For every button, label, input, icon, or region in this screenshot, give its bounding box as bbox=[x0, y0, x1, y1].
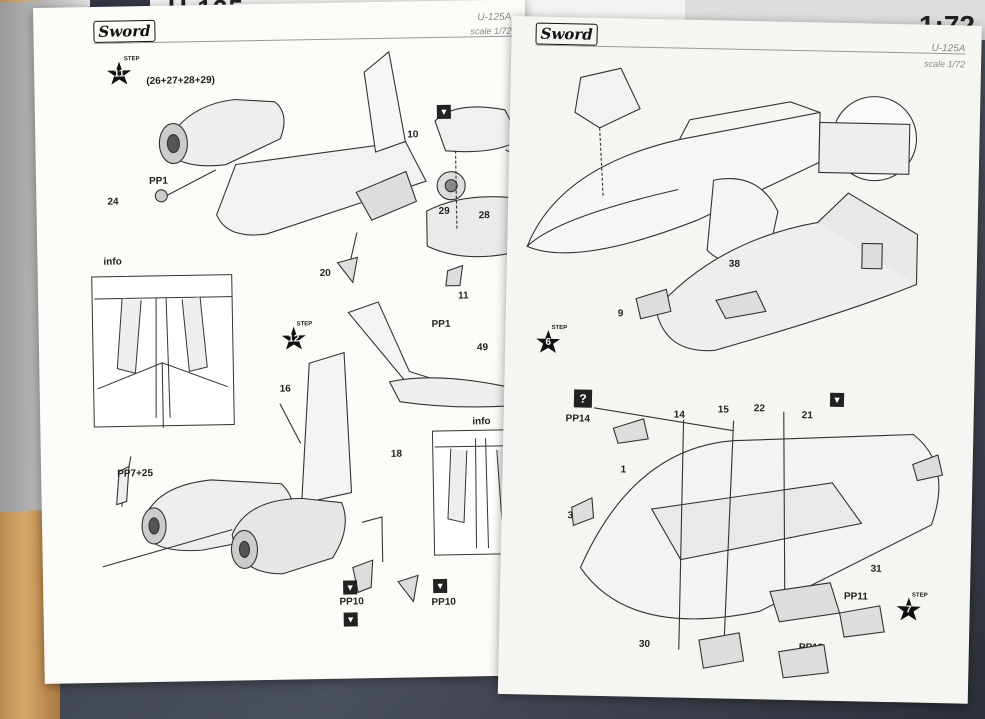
step-12-drawing bbox=[102, 301, 531, 603]
model-name: U-125A bbox=[477, 11, 512, 24]
part-label: PP7+25 bbox=[117, 467, 154, 480]
step-star-7 bbox=[895, 596, 922, 623]
part-label: 16 bbox=[279, 383, 291, 395]
scale-label: scale 1/72 bbox=[470, 25, 512, 37]
part-label: (26+27+28+29) bbox=[146, 74, 216, 88]
part-label: 9 bbox=[617, 308, 624, 320]
step-11-drawing bbox=[154, 50, 528, 287]
part-label: 28 bbox=[478, 210, 490, 222]
info-title: info bbox=[103, 256, 122, 268]
paint-icon: ▼ bbox=[433, 578, 448, 594]
part-label: PP10 bbox=[339, 596, 364, 608]
part-label: PP10 bbox=[431, 596, 456, 609]
paint-icon: ▼ bbox=[343, 612, 358, 627]
step-star-6 bbox=[535, 329, 562, 356]
part-label: 24 bbox=[107, 196, 119, 208]
model-name: U-125A bbox=[931, 42, 966, 55]
part-label: 49 bbox=[476, 342, 489, 354]
sword-logo: Sword bbox=[93, 19, 156, 43]
sword-logo: Sword bbox=[535, 22, 599, 46]
part-label: 18 bbox=[390, 448, 403, 460]
step-number: 7 bbox=[905, 604, 912, 616]
step-star-12 bbox=[281, 325, 307, 351]
part-label: PP1 bbox=[148, 175, 169, 188]
part-label: 10 bbox=[407, 129, 419, 141]
instruction-sheet-right: Sword U-125A scale 1/72 38 9 6 STEP ? PP… bbox=[497, 16, 982, 704]
step-number: 6 bbox=[545, 336, 552, 348]
step-6-drawing bbox=[526, 67, 919, 352]
step-caption: STEP bbox=[551, 324, 568, 332]
paint-icon: ▼ bbox=[343, 580, 358, 595]
part-label: 20 bbox=[319, 267, 331, 280]
part-label: 29 bbox=[438, 205, 450, 217]
step-star-11 bbox=[106, 60, 132, 86]
info-title: info bbox=[472, 416, 491, 428]
instruction-sheet-left: Sword U-125A scale 1/72 11 STEP bbox=[33, 0, 537, 684]
info-drawing-1 bbox=[91, 274, 235, 428]
step-7-drawing bbox=[571, 407, 944, 679]
paint-icon: ▼ bbox=[436, 104, 451, 119]
part-label: 38 bbox=[728, 258, 741, 270]
step-caption: STEP bbox=[911, 592, 928, 599]
